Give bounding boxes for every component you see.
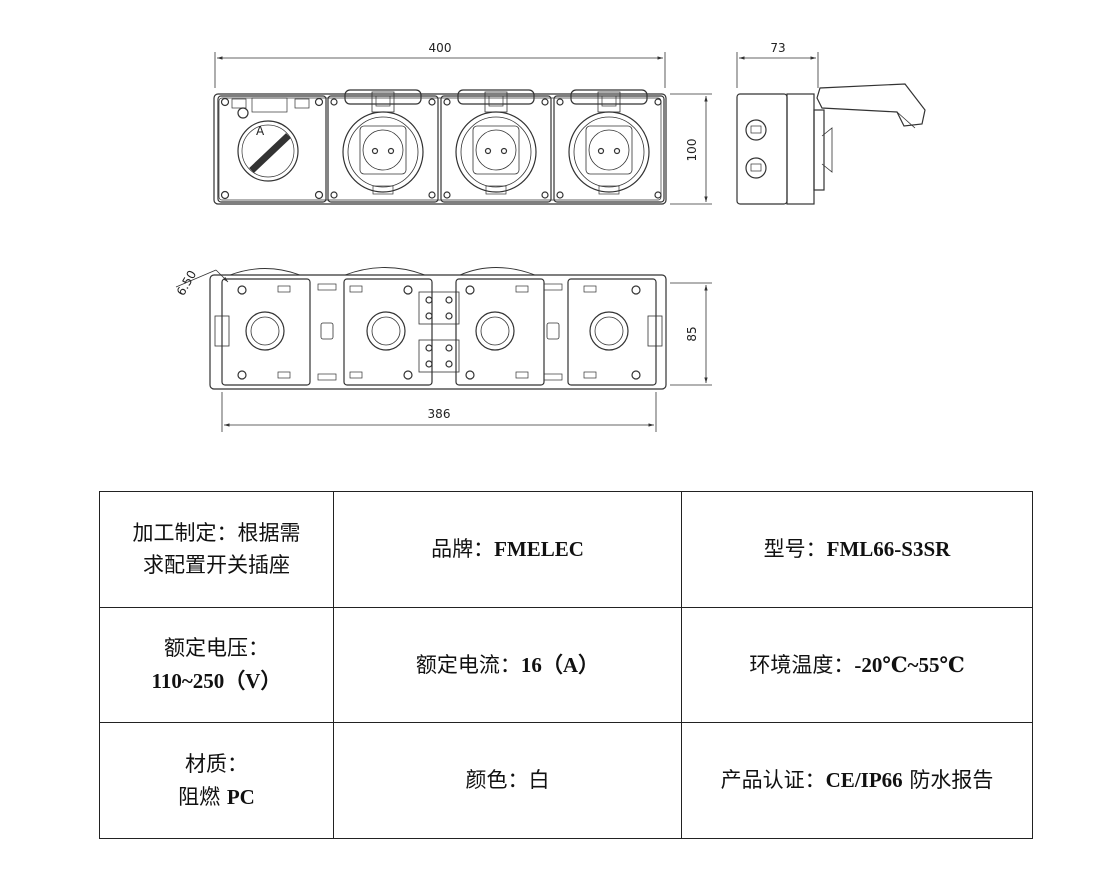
processing-cell: 加工制定：根据需 求配置开关插座 xyxy=(99,491,334,608)
brand-cell: 品牌：FMELEC xyxy=(333,491,682,608)
socket-1 xyxy=(327,89,439,203)
material-value-prefix: 阻燃 xyxy=(178,784,227,809)
front-view: A xyxy=(213,52,712,205)
back-view xyxy=(175,267,712,432)
voltage-value: 110~250（V） xyxy=(151,668,282,693)
dim-label-back-width: 386 xyxy=(428,407,451,421)
socket-2 xyxy=(440,89,552,203)
certification-suffix: 防水报告 xyxy=(902,768,994,793)
spec-row: 加工制定：根据需 求配置开关插座 品牌：FMELEC 型号：FML66-S3SR xyxy=(99,491,1033,608)
spec-row: 材质： 阻燃 PC 颜色：白 产品认证：CE/IP66 防水报告 xyxy=(99,722,1033,839)
model-cell: 型号：FML66-S3SR xyxy=(681,491,1033,608)
material-value: PC xyxy=(226,784,255,809)
dim-label-corner-offset: 6.50 xyxy=(174,268,199,298)
color-label: 颜色： xyxy=(465,768,529,793)
rotary-switch-module: A xyxy=(217,95,327,203)
model-label: 型号： xyxy=(763,537,827,562)
temperature-label: 环境温度： xyxy=(749,652,855,677)
color-value: 白 xyxy=(528,768,550,793)
voltage-label: 额定电压： xyxy=(164,636,269,661)
current-value: 16（A） xyxy=(520,652,600,677)
certification-cell: 产品认证：CE/IP66 防水报告 xyxy=(681,722,1033,839)
brand-label: 品牌： xyxy=(431,537,495,562)
voltage-cell: 额定电压： 110~250（V） xyxy=(99,606,334,724)
temperature-value: -20℃~55℃ xyxy=(854,652,965,677)
dim-label-back-height: 85 xyxy=(685,326,699,341)
brand-value: FMELEC xyxy=(494,537,584,562)
current-cell: 额定电流：16（A） xyxy=(333,606,682,724)
dim-label-side-depth: 73 xyxy=(770,41,785,55)
side-view xyxy=(736,52,926,205)
certification-label: 产品认证： xyxy=(720,768,826,793)
color-cell: 颜色：白 xyxy=(333,722,682,839)
spec-table: 加工制定：根据需 求配置开关插座 品牌：FMELEC 型号：FML66-S3SR… xyxy=(99,491,1033,839)
socket-3 xyxy=(553,89,665,203)
technical-drawing: A xyxy=(174,41,926,432)
model-value: FML66-S3SR xyxy=(826,537,951,562)
material-cell: 材质： 阻燃 PC xyxy=(99,722,334,839)
dim-label-front-width: 400 xyxy=(429,41,452,55)
processing-line2: 求配置开关插座 xyxy=(143,553,290,578)
material-label: 材质： xyxy=(185,752,248,777)
dim-label-front-height: 100 xyxy=(685,139,699,162)
spec-row: 额定电压： 110~250（V） 额定电流：16（A） 环境温度：-20℃~55… xyxy=(99,606,1033,724)
current-label: 额定电流： xyxy=(415,652,521,677)
certification-value: CE/IP66 xyxy=(825,768,903,793)
processing-line1: 加工制定：根据需 xyxy=(132,520,301,545)
svg-text:A: A xyxy=(256,124,265,138)
temperature-cell: 环境温度：-20℃~55℃ xyxy=(681,606,1033,724)
